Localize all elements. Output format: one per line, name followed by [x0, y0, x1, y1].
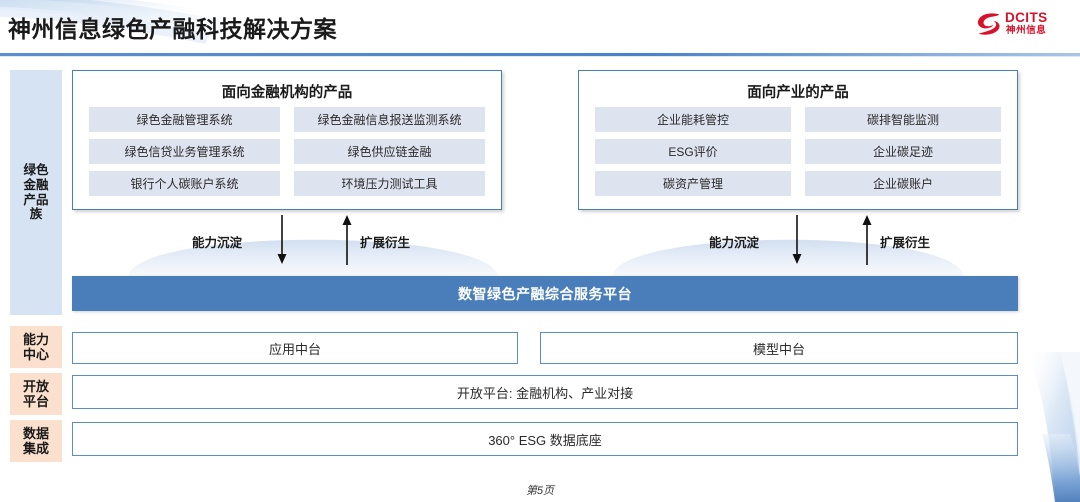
header-rule	[0, 53, 1080, 56]
product-item[interactable]: ESG评价	[595, 139, 791, 164]
arrow-down-icon-right	[792, 215, 802, 264]
product-item[interactable]: 企业碳账户	[805, 171, 1001, 196]
product-item[interactable]: 碳资产管理	[595, 171, 791, 196]
platform-bar-label: 数智绿色产融综合服务平台	[458, 285, 632, 302]
product-item[interactable]: 环境压力测试工具	[294, 171, 485, 196]
header-rule-secondary	[0, 56, 1080, 57]
brand-logo: DCITS 神州信息	[976, 8, 1072, 42]
sidebar-item-ability-center[interactable]: 能力中心	[10, 326, 62, 368]
logo-wordmark: DCITS	[1005, 10, 1048, 25]
flow-label-expansion-derivation-left: 扩展衍生	[360, 236, 411, 250]
product-grid: 企业能耗管控 碳排智能监测 ESG评价 企业碳足迹 碳资产管理 企业碳账户	[595, 107, 1001, 196]
product-item[interactable]: 绿色金融信息报送监测系统	[294, 107, 485, 132]
flow-label-capability-precipitation-left: 能力沉淀	[192, 236, 243, 250]
flow-label-expansion-derivation-right: 扩展衍生	[880, 236, 931, 250]
layer-data-foundation[interactable]: 360° ESG 数据底座	[72, 422, 1018, 456]
panel-industry: 面向产业的产品 企业能耗管控 碳排智能监测 ESG评价 企业碳足迹 碳资产管理 …	[578, 70, 1018, 210]
product-item[interactable]: 银行个人碳账户系统	[89, 171, 280, 196]
sidebar-item-green-finance-products[interactable]: 绿色金融产品族	[10, 70, 62, 315]
product-item[interactable]: 绿色金融管理系统	[89, 107, 280, 132]
dcits-swoosh-icon	[977, 13, 1000, 35]
sidebar-label-text: 开放平台	[22, 378, 49, 409]
sidebar-label-text: 数据集成	[22, 425, 49, 456]
panel-financial-institutions: 面向金融机构的产品 绿色金融管理系统 绿色金融信息报送监测系统 绿色信贷业务管理…	[72, 70, 502, 210]
flow-label-capability-precipitation-right: 能力沉淀	[709, 236, 760, 250]
product-grid: 绿色金融管理系统 绿色金融信息报送监测系统 绿色信贷业务管理系统 绿色供应链金融…	[89, 107, 485, 196]
slide-header: 神州信息绿色产融科技解决方案 DCITS 神州信息	[0, 0, 1080, 56]
sidebar-item-open-platform[interactable]: 开放平台	[10, 373, 62, 415]
product-item[interactable]: 绿色供应链金融	[294, 139, 485, 164]
layer-label: 应用中台	[268, 341, 321, 357]
layer-model-middle-platform[interactable]: 模型中台	[540, 332, 1018, 364]
sidebar-item-data-integration[interactable]: 数据集成	[10, 420, 62, 462]
arrow-up-icon-left	[342, 215, 352, 265]
layer-label: 模型中台	[752, 341, 805, 357]
product-item[interactable]: 绿色信贷业务管理系统	[89, 139, 280, 164]
logo-wordmark-cn: 神州信息	[1006, 25, 1047, 36]
sidebar-label-text: 能力中心	[22, 331, 49, 362]
sidebar-label-text: 绿色金融产品族	[23, 163, 49, 222]
footer-page-number: 第5页	[525, 485, 555, 497]
product-item[interactable]: 企业碳足迹	[805, 139, 1001, 164]
layer-label: 开放平台: 金融机构、产业对接	[456, 385, 634, 401]
arrow-down-icon-left	[277, 215, 287, 264]
layer-label: 360° ESG 数据底座	[488, 432, 602, 448]
panel-title: 面向金融机构的产品	[221, 85, 353, 101]
layer-open-platform[interactable]: 开放平台: 金融机构、产业对接	[72, 375, 1018, 409]
left-dome-decoration	[128, 239, 498, 278]
arrow-up-icon-right	[862, 215, 872, 265]
page-title: 神州信息绿色产融科技解决方案	[8, 16, 337, 42]
panel-title: 面向产业的产品	[747, 85, 849, 101]
platform-bar[interactable]: 数智绿色产融综合服务平台	[72, 276, 1018, 311]
product-item[interactable]: 企业能耗管控	[595, 107, 791, 132]
product-item[interactable]: 碳排智能监测	[805, 107, 1001, 132]
layer-application-middle-platform[interactable]: 应用中台	[72, 332, 518, 364]
